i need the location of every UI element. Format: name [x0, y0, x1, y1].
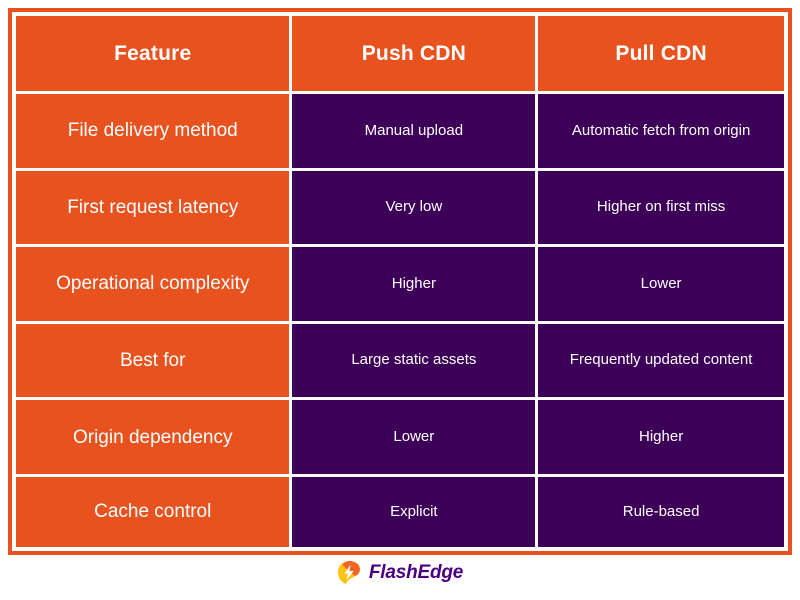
table-header: Feature Push CDN Pull CDN [16, 16, 784, 94]
table-body: File delivery method Manual upload Autom… [16, 94, 784, 547]
feature-label-cell: Cache control [16, 477, 293, 547]
feature-label-cell: Origin dependency [16, 400, 293, 478]
header-row: Feature Push CDN Pull CDN [16, 16, 784, 94]
push-value-cell: Higher [292, 247, 539, 324]
feature-label-cell: Best for [16, 323, 293, 401]
table-row: Best for Large static assets Frequently … [16, 323, 784, 401]
column-header-feature: Feature [16, 16, 293, 94]
table-row: First request latency Very low Higher on… [16, 170, 784, 248]
feature-label-cell: First request latency [16, 170, 293, 248]
push-value-cell: Explicit [292, 477, 539, 547]
feature-label-cell: Operational complexity [16, 247, 293, 324]
pull-value-cell: Higher on first miss [538, 170, 784, 248]
column-header-pull-cdn: Pull CDN [538, 16, 784, 94]
table-row: Operational complexity Higher Lower [16, 247, 784, 324]
pull-value-cell: Automatic fetch from origin [538, 94, 784, 171]
push-value-cell: Large static assets [292, 323, 539, 401]
push-value-cell: Manual upload [292, 94, 539, 171]
pull-value-cell: Lower [538, 247, 784, 324]
flash-bolt-icon [337, 561, 360, 584]
pull-value-cell: Rule-based [538, 477, 784, 547]
comparison-table-container: Feature Push CDN Pull CDN File delivery … [16, 16, 784, 547]
feature-label-cell: File delivery method [16, 94, 293, 171]
push-vs-pull-cdn-table: Feature Push CDN Pull CDN File delivery … [16, 16, 784, 547]
table-row: Cache control Explicit Rule-based [16, 477, 784, 547]
push-value-cell: Lower [292, 400, 539, 478]
table-row: Origin dependency Lower Higher [16, 400, 784, 478]
brand-logo: FlashEdge [0, 560, 800, 585]
pull-value-cell: Higher [538, 400, 784, 478]
pull-value-cell: Frequently updated content [538, 323, 784, 401]
column-header-push-cdn: Push CDN [292, 16, 539, 94]
brand-name-text: FlashEdge [368, 561, 464, 583]
push-value-cell: Very low [292, 170, 539, 248]
table-row: File delivery method Manual upload Autom… [16, 94, 784, 171]
